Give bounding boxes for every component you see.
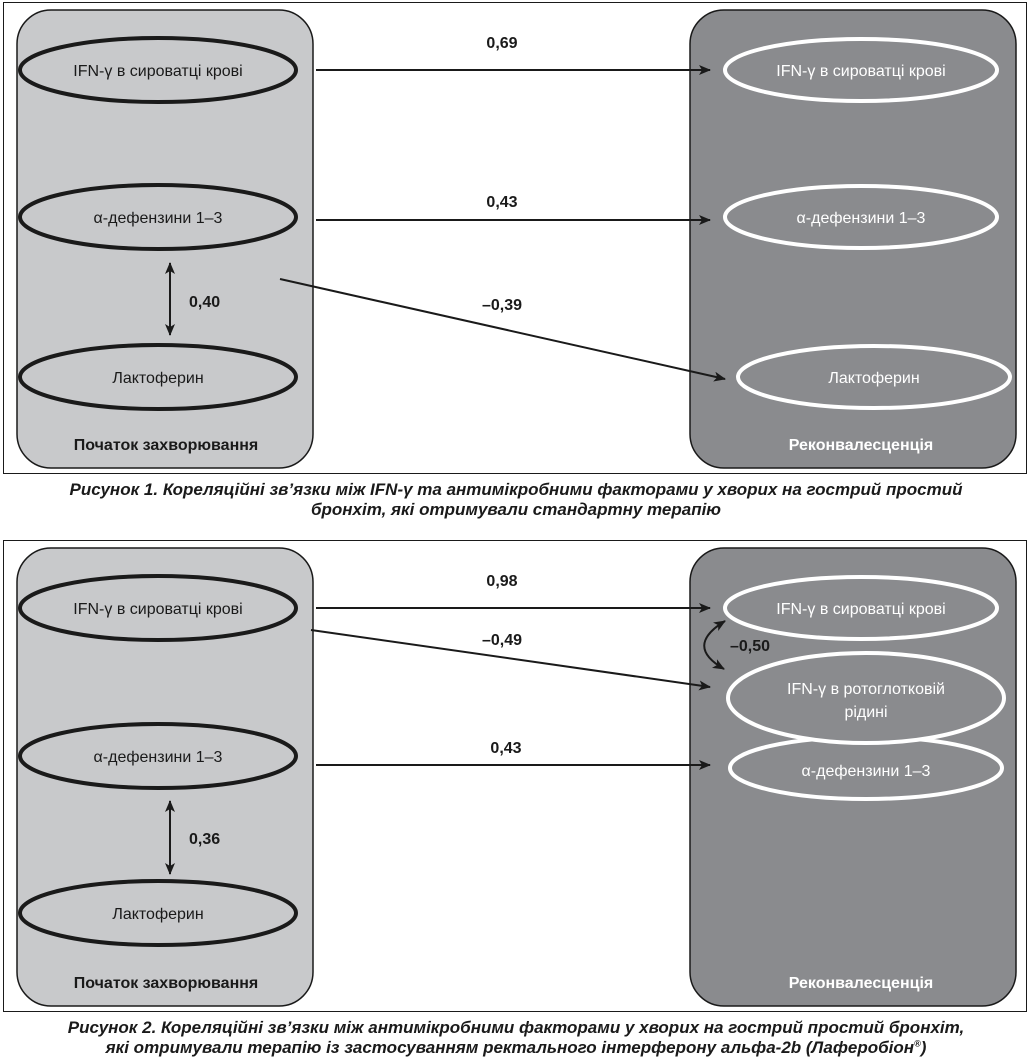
figure-1-caption-line-1: Рисунок 1. Кореляційні зв’язки між IFN-γ…	[69, 480, 963, 499]
left-node-ifn-serum-label: IFN-γ в сироватці крові	[73, 63, 242, 80]
figure-1-caption: Рисунок 1. Кореляційні зв’язки між IFN-γ…	[0, 480, 1032, 520]
figure-2-caption-line-2: які отримували терапію із застосуванням …	[0, 1038, 1032, 1058]
registered-mark: ®	[914, 1038, 921, 1049]
left-node-ifn-serum	[18, 36, 298, 104]
edge-ifn-to-ifn-value: 0,98	[486, 573, 517, 590]
figure-1: IFN-γ в сироватці крові α-дефензини 1–3 …	[3, 2, 1027, 474]
right-node-ifn-serum	[723, 575, 999, 641]
left-node-lactoferrin	[18, 879, 298, 947]
figure-1-diagram: IFN-γ в сироватці крові α-дефензини 1–3 …	[16, 9, 1017, 469]
edge-def-lac-value: 0,36	[189, 831, 220, 848]
right-node-ifn-oropharyngeal	[726, 651, 1006, 745]
edge-def-to-def-value: 0,43	[486, 194, 517, 211]
left-node-defensins-label: α-дефензини 1–3	[94, 749, 223, 766]
left-node-ifn-serum	[18, 574, 298, 642]
edge-ifn-serum-oro-bidirectional	[703, 620, 726, 670]
right-node-defensins-label: α-дефензини 1–3	[797, 210, 926, 227]
right-node-defensins	[723, 184, 999, 250]
left-node-defensins	[18, 183, 298, 251]
figure-2-diagram: IFN-γ в сироватці крові α-дефензини 1–3 …	[16, 547, 1017, 1007]
edge-def-to-lac-value: –0,39	[482, 297, 522, 314]
edge-def-lac-value: 0,40	[189, 294, 220, 311]
left-node-defensins-label: α-дефензини 1–3	[94, 210, 223, 227]
edge-ifn-serum-oro-value: –0,50	[730, 638, 770, 655]
right-node-ifn-serum-label: IFN-γ в сироватці крові	[776, 63, 945, 80]
left-node-ifn-serum-label: IFN-γ в сироватці крові	[73, 601, 242, 618]
edge-ifn-to-oro	[310, 629, 711, 691]
edge-def-to-def-value: 0,43	[490, 740, 521, 757]
left-node-lactoferrin-label: Лактоферин	[112, 370, 203, 387]
edge-ifn-to-ifn-value: 0,69	[486, 35, 517, 52]
figure-2-caption-line-2-main: які отримували терапію із застосуванням …	[105, 1038, 915, 1057]
right-node-lactoferrin-label: Лактоферин	[828, 370, 919, 387]
left-node-lactoferrin	[18, 343, 298, 411]
right-node-defensins-label: α-дефензини 1–3	[802, 763, 931, 780]
right-node-ifn-serum	[723, 37, 999, 103]
left-panel-label: Початок захворювання	[74, 975, 258, 992]
figure-2-caption: Рисунок 2. Кореляційні зв’язки між антим…	[0, 1018, 1032, 1058]
left-node-defensins	[18, 722, 298, 790]
edge-ifn-to-oro-value: –0,49	[482, 632, 522, 649]
right-node-lactoferrin	[736, 344, 1012, 410]
figure-2-caption-line-2-end: )	[920, 1038, 927, 1057]
figure-2-caption-line-1: Рисунок 2. Кореляційні зв’язки між антим…	[67, 1018, 965, 1037]
left-node-lactoferrin-label: Лактоферин	[112, 906, 203, 923]
right-node-ifn-oropharyngeal-label-line2: рідині	[844, 704, 887, 721]
edge-def-to-lac	[279, 278, 726, 382]
figure-2: IFN-γ в сироватці крові α-дефензини 1–3 …	[3, 540, 1027, 1012]
right-node-ifn-oropharyngeal-label-line1: IFN-γ в ротоглотковій	[787, 681, 945, 698]
right-panel-label: Реконвалесценція	[789, 975, 933, 992]
figure-1-caption-line-2: бронхіт, які отримували стандартну терап…	[310, 500, 722, 519]
right-node-ifn-serum-label: IFN-γ в сироватці крові	[776, 601, 945, 618]
left-panel-label: Початок захворювання	[74, 437, 258, 454]
right-panel-label: Реконвалесценція	[789, 437, 933, 454]
